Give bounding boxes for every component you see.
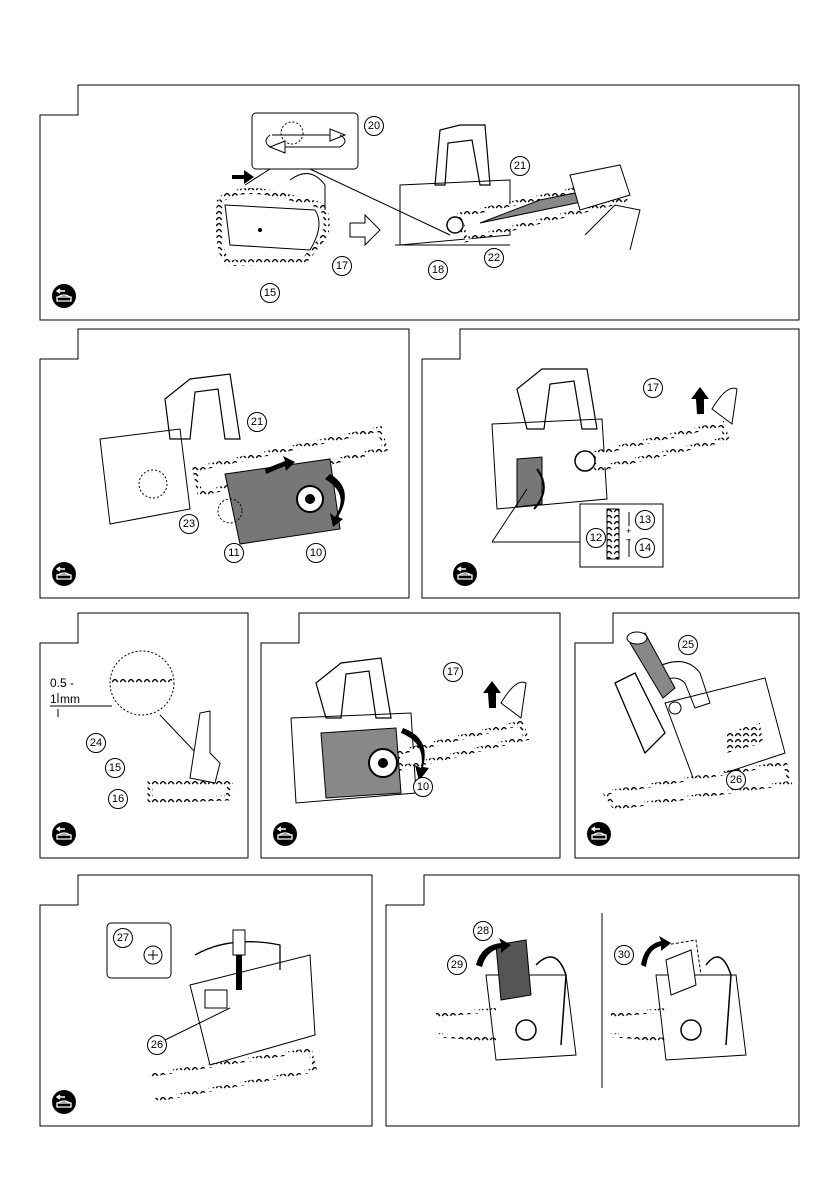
panel-7-oil-adjust: 27 26 (40, 875, 373, 1127)
manual-reference-icon (52, 284, 76, 308)
panel-8-drawing (386, 875, 800, 1127)
gap-measure-top: 0.5 - (50, 677, 74, 690)
scale-minus-sign: – (626, 534, 631, 544)
callout-11: 11 (224, 543, 244, 563)
manual-reference-icon (273, 822, 297, 846)
callout-30: 30 (614, 945, 634, 965)
callout-10: 10 (413, 777, 433, 797)
callout-16: 16 (108, 789, 128, 809)
gap-measure-bottom: 1 mm (50, 693, 80, 706)
manual-reference-icon (453, 562, 477, 586)
callout-26: 26 (147, 1035, 167, 1055)
manual-reference-icon (52, 562, 76, 586)
callout-23: 23 (179, 514, 199, 534)
callout-22: 22 (484, 248, 504, 268)
panel-2-side-cover: 21 23 11 10 (40, 329, 410, 599)
panel-6-oil-fill: 25 26 (575, 613, 800, 859)
callout-18: 18 (428, 260, 448, 280)
panel-1-drawing (40, 85, 800, 321)
callout-29: 29 (447, 955, 467, 975)
panel-7-drawing (40, 875, 373, 1127)
callout-17: 17 (443, 662, 463, 682)
panel-3-drawing (422, 329, 800, 599)
callout-27: 27 (113, 928, 133, 948)
callout-25: 25 (678, 635, 698, 655)
manual-reference-icon (52, 822, 76, 846)
panel-5-tighten-knob: 17 10 (261, 613, 561, 859)
callout-15: 15 (105, 758, 125, 778)
manual-reference-icon (587, 822, 611, 846)
panel-8-chain-brake: 28 29 30 (386, 875, 800, 1127)
callout-21: 21 (247, 412, 267, 432)
callout-28: 28 (473, 921, 493, 941)
callout-21: 21 (510, 156, 530, 176)
callout-20: 20 (364, 116, 384, 136)
callout-17: 17 (332, 256, 352, 276)
panel-5-drawing (261, 613, 561, 859)
callout-15: 15 (260, 283, 280, 303)
callout-13: 13 (635, 510, 655, 530)
callout-24: 24 (86, 733, 106, 753)
callout-12: 12 (586, 528, 606, 548)
callout-17: 17 (643, 378, 663, 398)
callout-14: 14 (635, 538, 655, 558)
manual-reference-icon (52, 1090, 76, 1114)
callout-26: 26 (726, 770, 746, 790)
callout-10: 10 (306, 543, 326, 563)
panel-3-chain-tension: + – 17 12 13 14 (422, 329, 800, 599)
panel-4-chain-gap: 0.5 - 1 mm 24 15 16 (40, 613, 249, 859)
panel-1-chain-install: 20 21 17 15 18 22 (40, 85, 800, 321)
